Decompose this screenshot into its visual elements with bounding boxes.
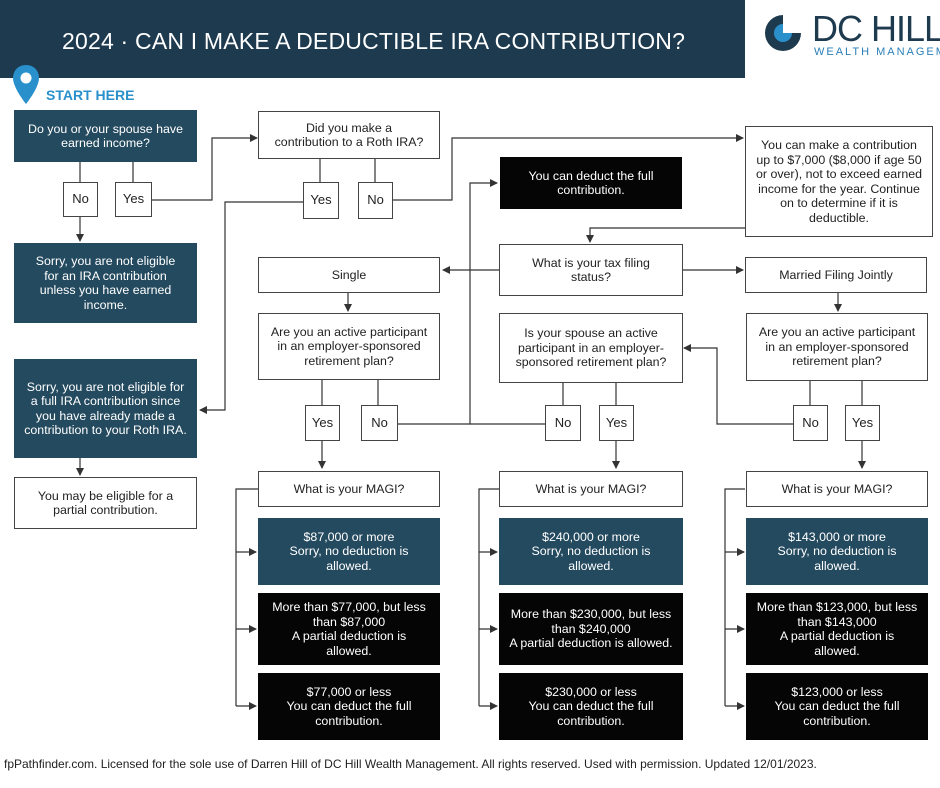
- earned-income-yes: Yes: [115, 182, 152, 217]
- partial-contribution-note: You may be eligible for a partial contri…: [14, 477, 197, 529]
- magi-question-spouse: What is your MAGI?: [499, 471, 683, 507]
- start-here-label: START HERE: [46, 87, 135, 103]
- logo-subtitle: WEALTH MANAGEMENT: [814, 46, 940, 58]
- magi-high-range: $87,000 or more: [303, 529, 395, 544]
- mfj-yes: Yes: [845, 405, 880, 441]
- magi-mid-result: More than $230,000, but less than $240,0…: [499, 593, 683, 665]
- magi-mid-result: More than $77,000, but less than $87,000…: [258, 593, 440, 665]
- magi-mid-result: More than $123,000, but less than $143,0…: [746, 593, 928, 665]
- footer-license: fpPathfinder.com. Licensed for the sole …: [4, 757, 817, 771]
- filing-married-jointly: Married Filing Jointly: [745, 257, 927, 293]
- contribution-limit-note: You can make a contribution up to $7,000…: [745, 126, 933, 237]
- magi-mid-range: More than $123,000, but less than $143,0…: [756, 600, 918, 629]
- earned-income-no: No: [63, 182, 98, 217]
- filing-status-question: What is your tax filing status?: [499, 244, 683, 296]
- earned-income-question: Do you or your spouse have earned income…: [14, 110, 197, 162]
- magi-high-outcome: Sorry, no deduction is allowed.: [289, 544, 409, 573]
- spouse-yes: Yes: [599, 405, 634, 441]
- no-income-result: Sorry, you are not eligible for an IRA c…: [14, 243, 197, 323]
- magi-low-range: $230,000 or less: [545, 684, 637, 699]
- spouse-active-participant-question: Is your spouse an active participant in …: [499, 313, 683, 383]
- magi-low-outcome: You can deduct the full contribution.: [774, 699, 900, 728]
- magi-high-outcome: Sorry, no deduction is allowed.: [777, 544, 897, 573]
- magi-high-range: $240,000 or more: [542, 529, 640, 544]
- spouse-no: No: [545, 405, 581, 441]
- logo-mark-icon: [765, 12, 804, 51]
- page-title: 2024 · CAN I MAKE A DEDUCTIBLE IRA CONTR…: [62, 28, 686, 54]
- roth-no: No: [358, 182, 393, 219]
- full-deduction-result: You can deduct the full contribution.: [500, 157, 682, 209]
- magi-question-mfj: What is your MAGI?: [746, 471, 928, 507]
- magi-high-outcome: Sorry, no deduction is allowed.: [531, 544, 651, 573]
- title-banner: [0, 0, 745, 78]
- roth-yes: Yes: [303, 182, 339, 219]
- magi-low-range: $77,000 or less: [306, 684, 392, 699]
- location-pin-icon: [13, 65, 39, 104]
- mfj-active-participant-question: Are you an active participant in an empl…: [746, 313, 928, 381]
- magi-question-single: What is your MAGI?: [258, 471, 440, 507]
- magi-low-outcome: You can deduct the full contribution.: [528, 699, 654, 728]
- single-active-participant-question: Are you an active participant in an empl…: [258, 313, 440, 380]
- magi-mid-range: More than $77,000, but less than $87,000: [272, 600, 426, 629]
- magi-mid-range: More than $230,000, but less than $240,0…: [510, 607, 672, 636]
- single-no: No: [361, 405, 398, 441]
- logo-name: DC HILL: [812, 8, 940, 49]
- magi-mid-outcome: A partial deduction is allowed.: [509, 636, 673, 651]
- magi-low-range: $123,000 or less: [791, 684, 883, 699]
- magi-mid-outcome: A partial deduction is allowed.: [291, 629, 407, 658]
- mfj-no: No: [793, 405, 828, 441]
- magi-high-range: $143,000 or more: [788, 529, 886, 544]
- filing-single: Single: [258, 257, 440, 293]
- magi-mid-outcome: A partial deduction is allowed.: [779, 629, 895, 658]
- magi-low-outcome: You can deduct the full contribution.: [286, 699, 412, 728]
- roth-contribution-result: Sorry, you are not eligible for a full I…: [14, 359, 197, 458]
- single-yes: Yes: [305, 405, 340, 441]
- roth-ira-question: Did you make a contribution to a Roth IR…: [258, 111, 440, 159]
